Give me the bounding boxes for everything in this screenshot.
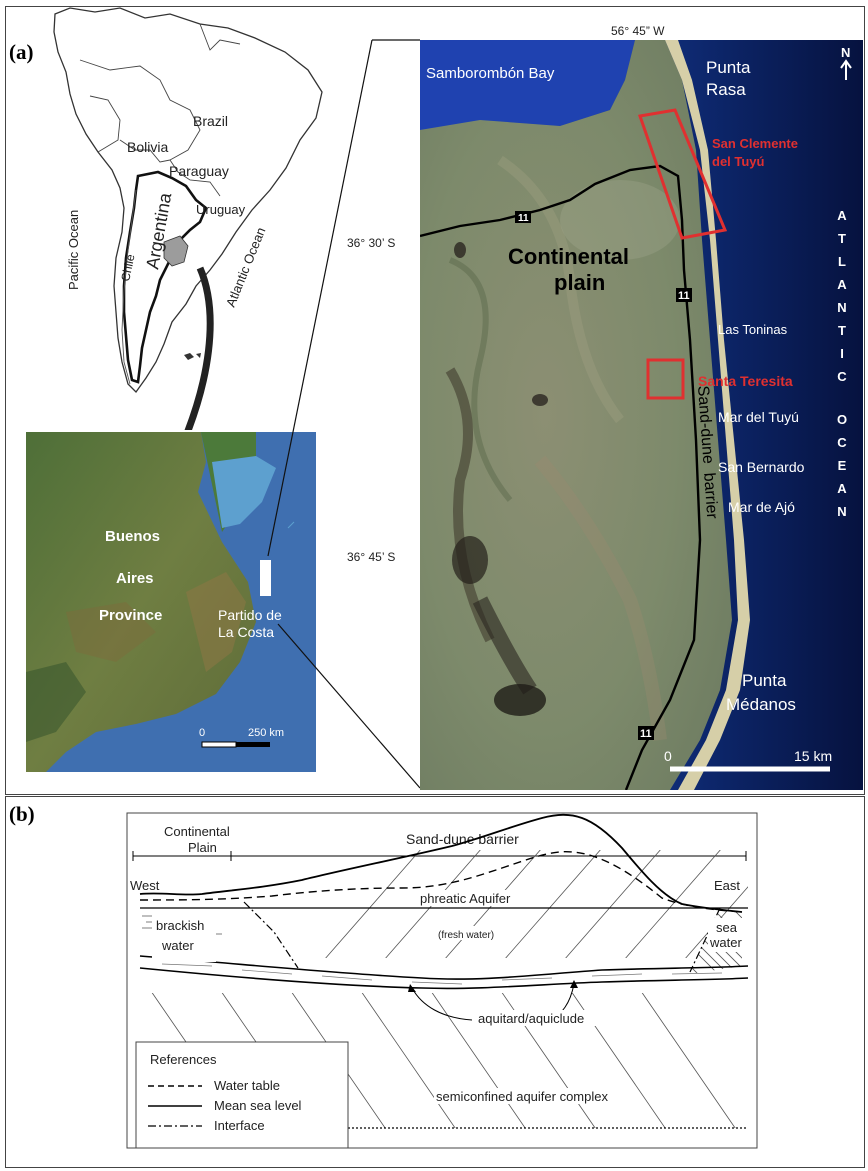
punta-rasa-line-1: Punta [706,58,751,77]
legend-water-table: Water table [214,1078,280,1093]
province-satellite-map: 0 250 km Buenos Aires Province Partido d… [26,432,316,772]
aquitard-top [139,955,749,980]
satellite-scale-end: 15 km [794,748,832,764]
punta-medanos-line-1: Punta [742,671,787,690]
continental-plain-line-1: Continental [508,244,629,269]
fresh-water-label: (fresh water) [438,930,494,941]
legend-mean-sea-level: Mean sea level [214,1098,302,1113]
san-clemente-line-1: San Clemente [712,136,798,151]
ocean-letter: A [837,277,847,292]
sand-dune-barrier-header: Sand-dune barrier [406,831,519,847]
cross-section-diagram: Continental Plain Sand-dune barrier West… [126,812,758,1149]
north-letter: N [841,45,850,60]
town-las-toninas: Las Toninas [718,322,788,337]
samborombon-bay: Samborombón Bay [426,65,555,82]
legend-title: References [150,1052,217,1067]
aquitard-label: aquitard/aquiclude [478,1011,584,1026]
north-arrow-icon [840,59,852,80]
punta-rasa-line-2: Rasa [706,80,746,99]
ocean-letter: T [838,231,846,246]
connector-lines [267,39,421,789]
route-11-path [420,164,702,790]
satellite-scale-start: 0 [664,748,672,764]
legend: References Water table Mean sea level In… [135,1041,349,1149]
brackish-water-line-2: water [161,938,194,953]
country-brazil: Brazil [193,113,228,129]
phreatic-aquifer-label: phreatic Aquifer [420,891,511,906]
partido-label-line-2: La Costa [218,624,274,640]
partido-label-line-1: Partido de [218,607,282,623]
panel-b-label: (b) [9,802,35,826]
latitude-label-2: 36° 45’ S [347,550,396,564]
province-label-line-2: Aires [116,570,154,587]
country-chile: Chile [118,253,137,283]
south-america-map: Brazil Bolivia Paraguay Uruguay Chile Ar… [53,7,323,430]
ocean-pacific: Pacific Ocean [66,210,81,290]
brackish-water-line-1: brackish [156,918,204,933]
san-clemente-highlight [638,108,728,240]
ocean-letter: T [838,323,846,338]
country-bolivia: Bolivia [127,139,168,155]
ocean-letter: E [838,458,847,473]
town-santa-teresita: Santa Teresita [698,373,793,389]
ocean-letter: N [837,300,846,315]
route-shield-1: 11 [518,213,529,224]
country-uruguay: Uruguay [196,202,246,217]
route-shield-2: 11 [678,290,690,302]
longitude-label: 56° 45” W [611,24,665,38]
sea-water-line-1: sea [716,920,738,935]
ground-surface-line [139,814,743,913]
west-label: West [130,878,160,893]
ocean-letter: A [837,481,847,496]
argentina-outline [122,170,208,384]
san-clemente-line-2: del Tuyú [712,154,765,169]
panel-a-frame [5,6,865,795]
south-america-outline [53,7,323,394]
punta-medanos-line-2: Médanos [726,695,796,714]
coastal-satellite-map: 11 11 11 N 0 15 km Samborombón Bay Punta… [420,40,863,790]
continental-plain-line-1: Continental [164,824,230,839]
province-scale-end: 250 km [248,727,284,739]
country-paraguay: Paraguay [169,163,229,179]
province-label-line-3: Province [99,607,162,624]
aquitard-bottom [139,967,749,990]
continental-plain-line-2: plain [554,270,605,295]
town-san-bernardo: San Bernardo [718,459,805,475]
water-table-line [139,850,743,913]
province-label-line-1: Buenos [105,528,160,545]
partido-de-la-costa-marker [260,560,271,596]
town-mar-del-tuyu: Mar del Tuyú [718,409,799,425]
santa-teresita-highlight [646,358,685,400]
ocean-letter: A [837,208,847,223]
ocean-letter: N [837,504,846,519]
panel-a-label: (a) [9,40,34,64]
ocean-letter: I [840,346,844,361]
east-label: East [714,878,740,893]
legend-interface: Interface [214,1118,265,1133]
interface-line-west [243,901,299,969]
ocean-letter: C [837,369,847,384]
town-mar-de-ajo: Mar de Ajó [728,499,795,515]
panel-b-frame [5,796,865,1168]
province-scale-start: 0 [199,727,205,739]
semiconfined-aquifer-label: semiconfined aquifer complex [436,1089,608,1104]
continental-plain-line-2: Plain [188,840,217,855]
latitude-label-1: 36° 30’ S [347,236,396,250]
ocean-letter: L [838,254,846,269]
route-shield-3: 11 [640,728,652,740]
sea-water-line-2: water [709,935,742,950]
ocean-letter: C [837,435,847,450]
buenos-aires-province [163,235,189,267]
ocean-letter: O [837,412,847,427]
